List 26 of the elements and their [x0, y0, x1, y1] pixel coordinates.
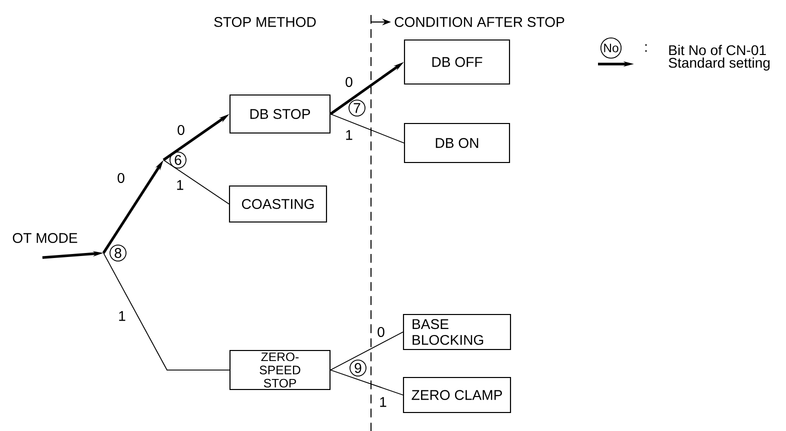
legend-text: Standard setting — [668, 57, 770, 71]
section-heading: STOP METHOD — [214, 17, 316, 27]
process-box: ZERO CLAMP — [402, 376, 512, 414]
legend-text: Bit No of CN-01 — [669, 44, 766, 56]
mode-label: OT MODE — [12, 233, 78, 243]
process-box: DB ON — [404, 122, 510, 164]
connector-line — [163, 160, 230, 204]
process-box: BASE BLOCKING — [402, 314, 512, 350]
section-heading: CONDITION AFTER STOP — [394, 17, 564, 27]
edge-label: 1 — [175, 179, 185, 191]
legend-colon: : — [645, 44, 647, 52]
process-box: ZERO- SPEED STOP — [229, 350, 331, 390]
connector-line — [330, 332, 404, 370]
edge-label: 1 — [117, 310, 127, 322]
process-box: DB OFF — [404, 39, 510, 85]
edge-label: 0 — [344, 76, 354, 88]
connector-line — [330, 370, 404, 396]
edge-label: 1 — [344, 129, 354, 141]
edge-label: 0 — [116, 172, 126, 184]
connector-line — [103, 252, 230, 370]
edge-label: 0 — [376, 326, 386, 338]
process-box: COASTING — [228, 185, 328, 223]
edge-label: 1 — [378, 396, 388, 408]
connector-line — [330, 114, 404, 144]
edge-label: 0 — [176, 124, 186, 136]
process-box: DB STOP — [229, 94, 331, 134]
